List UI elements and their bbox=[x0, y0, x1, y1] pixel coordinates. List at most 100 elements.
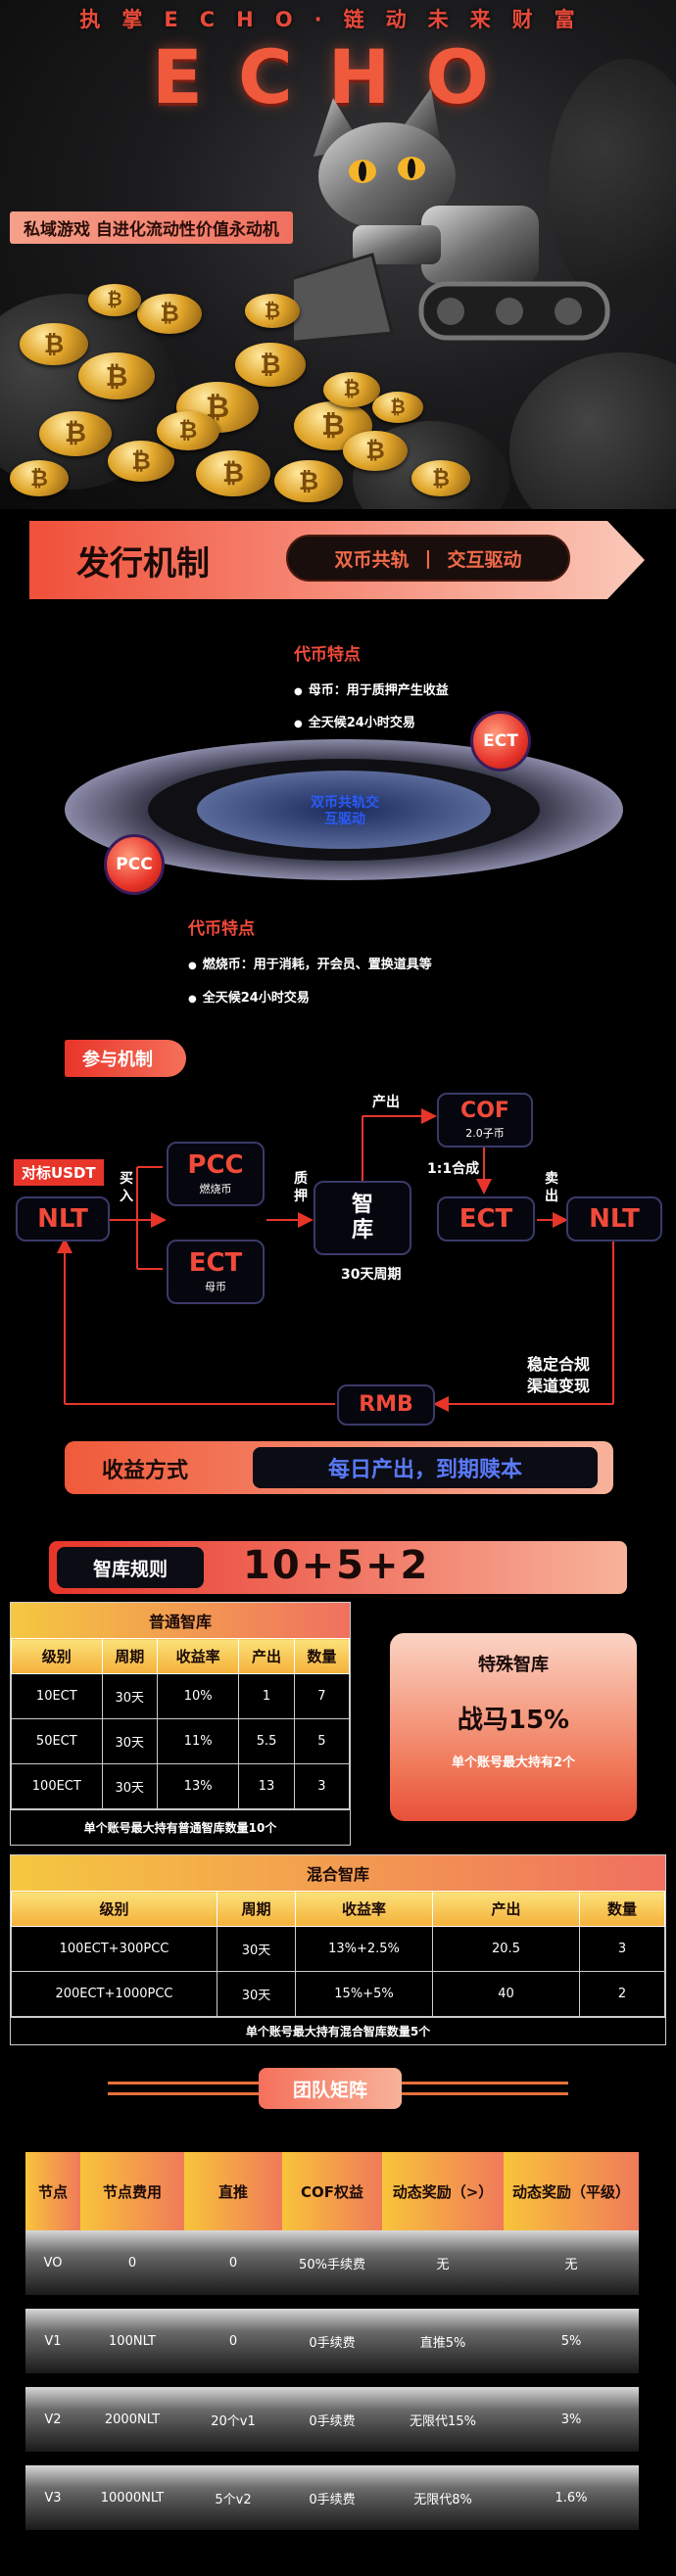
pcc-bubble: PCC bbox=[104, 834, 165, 895]
table-cell: 11% bbox=[156, 1718, 240, 1764]
ect-box-sub: 母币 bbox=[205, 1281, 226, 1294]
ect-box-name: ECT bbox=[188, 1247, 243, 1278]
table-cell: 50ECT bbox=[11, 1718, 103, 1764]
table-cell: 13% bbox=[156, 1763, 240, 1809]
robot-cat-bulldozer-illustration bbox=[294, 88, 610, 344]
table-header: 直推 bbox=[184, 2152, 282, 2230]
gold-coin-icon: ₿ bbox=[196, 450, 270, 497]
table-cell: 40 bbox=[432, 1971, 580, 2017]
compliance-label: 稳定合规 bbox=[527, 1355, 591, 1374]
nlt-right-box: NLT bbox=[566, 1196, 662, 1241]
normal-table-footer: 单个账号最大持有普通智库数量10个 bbox=[11, 1809, 350, 1845]
table-header: 动态奖励（平级） bbox=[504, 2152, 639, 2230]
table-header: 节点费用 bbox=[80, 2152, 184, 2230]
pcc-box: PCC 燃烧币 bbox=[167, 1142, 265, 1206]
buy-label: 买入 bbox=[120, 1171, 133, 1204]
table-cell: 无限代15% bbox=[382, 2387, 504, 2452]
gold-coin-icon: ₿ bbox=[323, 372, 380, 407]
vault-rule-label: 智库规则 bbox=[57, 1547, 204, 1588]
gold-coin-icon: ₿ bbox=[372, 392, 423, 424]
gold-coin-icon: ₿ bbox=[343, 431, 408, 471]
table-cell: 30天 bbox=[217, 1926, 296, 1972]
table-cell: 3 bbox=[293, 1763, 351, 1809]
normal-table-caption: 普通智库 bbox=[11, 1603, 350, 1638]
table-cell: 0 bbox=[184, 2230, 282, 2295]
special-vault-title: 特殊智库 bbox=[478, 1655, 549, 1675]
table-cell: 无 bbox=[504, 2230, 639, 2295]
table-cell: 0 bbox=[184, 2309, 282, 2373]
ect-box: ECT 母币 bbox=[167, 1240, 265, 1304]
table-cell: 13%+2.5% bbox=[295, 1926, 433, 1972]
table-row: 50ECT 30天 11% 5.5 5 bbox=[11, 1718, 351, 1764]
table-header: 动态奖励（>） bbox=[382, 2152, 504, 2230]
pcc-box-name: PCC bbox=[187, 1149, 244, 1180]
table-cell: 30天 bbox=[217, 1971, 296, 2017]
table-cell: 直推5% bbox=[382, 2309, 504, 2373]
table-header: 数量 bbox=[293, 1638, 351, 1674]
table-cell: V1 bbox=[25, 2309, 80, 2373]
gold-coin-icon: ₿ bbox=[10, 460, 69, 497]
nlt-left-box: NLT bbox=[16, 1196, 110, 1241]
cof-box: COF 2.0子币 bbox=[437, 1093, 533, 1147]
table-cell: 13 bbox=[238, 1763, 295, 1809]
table-cell: 0手续费 bbox=[282, 2465, 382, 2530]
participate-title: 参与机制 bbox=[65, 1040, 186, 1077]
table-cell: 100ECT+300PCC bbox=[11, 1926, 217, 1972]
gold-coin-icon: ₿ bbox=[157, 411, 219, 450]
special-vault-note: 单个账号最大持有2个 bbox=[451, 1756, 576, 1770]
nlt-right-label: NLT bbox=[589, 1203, 640, 1234]
special-vault-card: 特殊智库 战马15% 单个账号最大持有2个 bbox=[390, 1633, 637, 1821]
orbit-center-label: 双币共轨交互驱动 bbox=[311, 795, 379, 827]
table-header: 级别 bbox=[11, 1638, 103, 1674]
table-cell: 1 bbox=[238, 1673, 295, 1719]
table-header: 收益率 bbox=[156, 1638, 240, 1674]
table-cell: 2 bbox=[579, 1971, 665, 2017]
special-vault-value: 战马15% bbox=[457, 1706, 570, 1735]
table-row: VO 0 0 50%手续费 无 无 bbox=[25, 2230, 639, 2295]
pill-left-text: 双币共轨 bbox=[334, 548, 410, 571]
hero-slogan: 执掌ECHO·链动未来财富 bbox=[79, 8, 597, 31]
flow-arrows bbox=[57, 1108, 614, 1412]
table-row: V2 2000NLT 20个v1 0手续费 无限代15% 3% bbox=[25, 2387, 639, 2452]
table-cell: 10ECT bbox=[11, 1673, 103, 1719]
table-cell: 7 bbox=[293, 1673, 351, 1719]
normal-vault-table: 普通智库 级别 周期 收益率 产出 数量 10ECT 30天 10% 1 7 5… bbox=[10, 1602, 351, 1846]
pill-right-text: 交互驱动 bbox=[447, 548, 522, 571]
table-cell: 10% bbox=[156, 1673, 240, 1719]
table-row: 100ECT 30天 13% 13 3 bbox=[11, 1763, 351, 1809]
pcc-feature-line: 燃烧币：用于消耗，开会员、置换道具等 bbox=[188, 954, 432, 972]
table-row: V1 100NLT 0 0手续费 直推5% 5% bbox=[25, 2309, 639, 2373]
ect-feature-line: 全天候24小时交易 bbox=[294, 712, 415, 730]
table-cell: 1.6% bbox=[504, 2465, 639, 2530]
issuance-pill: 双币共轨 | 交互驱动 bbox=[286, 535, 570, 582]
table-cell: V3 bbox=[25, 2465, 80, 2530]
table-cell: 无 bbox=[382, 2230, 504, 2295]
ect-right-label: ECT bbox=[459, 1203, 513, 1234]
table-cell: 100NLT bbox=[80, 2309, 184, 2373]
period-label: 30天周期 bbox=[341, 1267, 402, 1283]
synth-label: 1:1合成 bbox=[427, 1161, 480, 1177]
table-cell: 3% bbox=[504, 2387, 639, 2452]
table-header: 周期 bbox=[217, 1891, 296, 1927]
gold-coin-icon: ₿ bbox=[39, 411, 112, 456]
gold-coin-icon: ₿ bbox=[294, 401, 372, 450]
ect-right-box: ECT bbox=[437, 1196, 535, 1241]
mixed-table-caption: 混合智库 bbox=[11, 1855, 665, 1891]
gold-coin-icon: ₿ bbox=[235, 343, 306, 387]
stake-label: 质押 bbox=[294, 1171, 308, 1204]
gold-coin-icon: ₿ bbox=[411, 460, 470, 497]
table-cell: 30天 bbox=[101, 1763, 158, 1809]
table-cell: 50%手续费 bbox=[282, 2230, 382, 2295]
table-header: 产出 bbox=[238, 1638, 295, 1674]
hero-banner: 执掌ECHO·链动未来财富 ECHO 私域游戏 自进化流动性价值永动机 ₿₿₿₿… bbox=[0, 0, 676, 509]
gold-coin-icon: ₿ bbox=[20, 323, 88, 366]
table-row: V3 10000NLT 5个v2 0手续费 无限代8% 1.6% bbox=[25, 2465, 639, 2530]
table-cell: VO bbox=[25, 2230, 80, 2295]
table-header: 周期 bbox=[101, 1638, 158, 1674]
issuance-title: 发行机制 bbox=[76, 544, 210, 584]
usdt-peg-tag: 对标USDT bbox=[14, 1159, 104, 1186]
table-cell: 0 bbox=[80, 2230, 184, 2295]
mixed-table-footer: 单个账号最大持有混合智库数量5个 bbox=[11, 2017, 665, 2044]
pcc-box-sub: 燃烧币 bbox=[199, 1183, 232, 1196]
ect-feature-line: 母币：用于质押产生收益 bbox=[294, 679, 449, 698]
